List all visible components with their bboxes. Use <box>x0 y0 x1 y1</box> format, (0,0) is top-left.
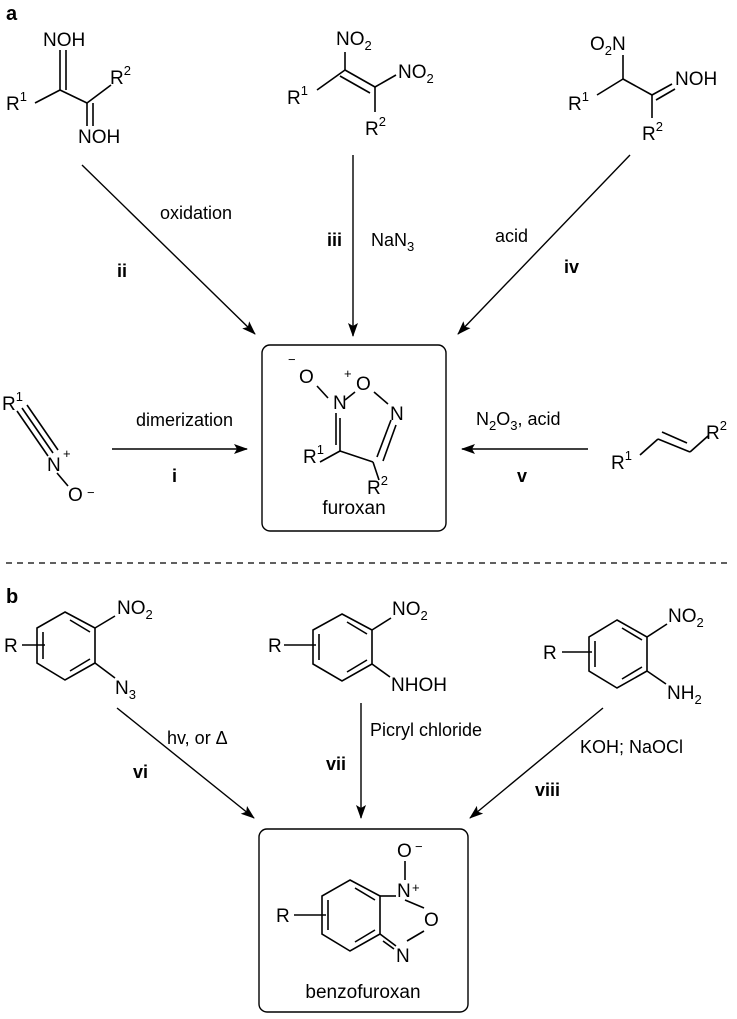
nitroaryl-hydroxylamine-structure: R NO2 NHOH <box>268 599 447 696</box>
step-vii: vii <box>326 754 346 774</box>
n-oxide-nitrogen: N <box>333 393 347 414</box>
step-viii: viii <box>535 780 560 800</box>
r2-label: R2 <box>706 418 727 444</box>
minus-charge: − <box>415 839 423 854</box>
arrow-iv <box>457 154 631 335</box>
n-oxide-nitrogen: N <box>397 881 411 902</box>
amino-group: NH2 <box>667 683 702 707</box>
nitrogen-atom: N <box>47 455 61 476</box>
oxime-group: NOH <box>675 69 717 90</box>
ring-nitrogen: N <box>390 404 404 425</box>
furoxan-structure: O − N + O N R1 R2 <box>288 352 404 499</box>
step-ii: ii <box>117 261 127 281</box>
nitro-group: NO2 <box>392 599 428 623</box>
step-iv: iv <box>564 257 579 277</box>
r1-label: R1 <box>6 89 27 115</box>
reagent-iv: acid <box>495 226 528 246</box>
plus-charge: + <box>412 880 420 895</box>
nitro-group: O2N <box>590 34 626 58</box>
panel-label-b: b <box>6 586 18 608</box>
nitro-group: NO2 <box>668 606 704 630</box>
arrow-viii <box>469 707 604 819</box>
alkene-structure: R1 R2 <box>611 418 727 474</box>
ring-oxygen: O <box>356 374 371 395</box>
r2-label: R2 <box>642 119 663 145</box>
benzofuroxan-box <box>258 828 469 1013</box>
reagent-iii: NaN3 <box>371 230 414 254</box>
oxime-group-bottom: NOH <box>78 127 120 148</box>
minus-charge: − <box>288 352 296 367</box>
oxime-group-top: NOH <box>43 30 85 51</box>
r-label: R <box>268 636 282 657</box>
plus-charge: + <box>344 366 352 381</box>
plus-charge: + <box>63 446 71 461</box>
arrow-ii <box>81 164 256 335</box>
step-v: v <box>517 466 527 486</box>
furoxan-name: furoxan <box>322 498 385 519</box>
oxygen-atom: O <box>68 485 83 506</box>
minus-charge: − <box>87 485 95 500</box>
nitro-group-right: NO2 <box>398 62 434 86</box>
reagent-vi: hv, or Δ <box>167 728 228 748</box>
nitroaniline-structure: R NO2 NH2 <box>543 606 704 707</box>
azide-group: N3 <box>115 678 136 702</box>
r1-label: R1 <box>2 389 23 415</box>
r2-label: R2 <box>367 473 388 499</box>
dinitroalkene-structure: NO2 NO2 R1 R2 <box>287 29 434 140</box>
reagent-v: N2O3, acid <box>476 409 561 433</box>
r-label: R <box>276 906 290 927</box>
hydroxylamine-group: NHOH <box>391 675 447 696</box>
step-i: i <box>172 466 177 486</box>
r1-label: R1 <box>568 89 589 115</box>
exocyclic-oxygen: O <box>299 367 314 388</box>
nitroaryl-azide-structure: R NO2 N3 <box>4 598 153 702</box>
ring-oxygen: O <box>424 910 439 931</box>
glyoxime-structure: NOH R1 R2 NOH <box>6 30 131 148</box>
panel-label-a: a <box>6 3 18 25</box>
r2-label: R2 <box>365 114 386 140</box>
reagent-ii: oxidation <box>160 203 232 223</box>
r-label: R <box>4 636 18 657</box>
r1-label: R1 <box>611 448 632 474</box>
step-iii: iii <box>327 230 342 250</box>
nitro-oxime-structure: O2N NOH R1 R2 <box>568 34 717 145</box>
furoxan-box <box>261 344 447 532</box>
nitro-group-top: NO2 <box>336 29 372 53</box>
reagent-vii: Picryl chloride <box>370 720 482 740</box>
r1-label: R1 <box>287 83 308 109</box>
nitro-group: NO2 <box>117 598 153 622</box>
reagent-i: dimerization <box>136 410 233 430</box>
benzofuroxan-structure: R O − N + O N <box>276 839 439 967</box>
r2-label: R2 <box>110 63 131 89</box>
reagent-viii: KOH; NaOCl <box>580 737 683 757</box>
r1-label: R1 <box>303 442 324 468</box>
exocyclic-oxygen: O <box>397 841 412 862</box>
step-vi: vi <box>133 762 148 782</box>
nitrile-oxide-structure: R1 N + O − <box>2 389 95 506</box>
benzofuroxan-name: benzofuroxan <box>305 982 420 1003</box>
r-label: R <box>543 643 557 664</box>
ring-nitrogen: N <box>396 946 410 967</box>
arrow-vi <box>116 707 255 819</box>
